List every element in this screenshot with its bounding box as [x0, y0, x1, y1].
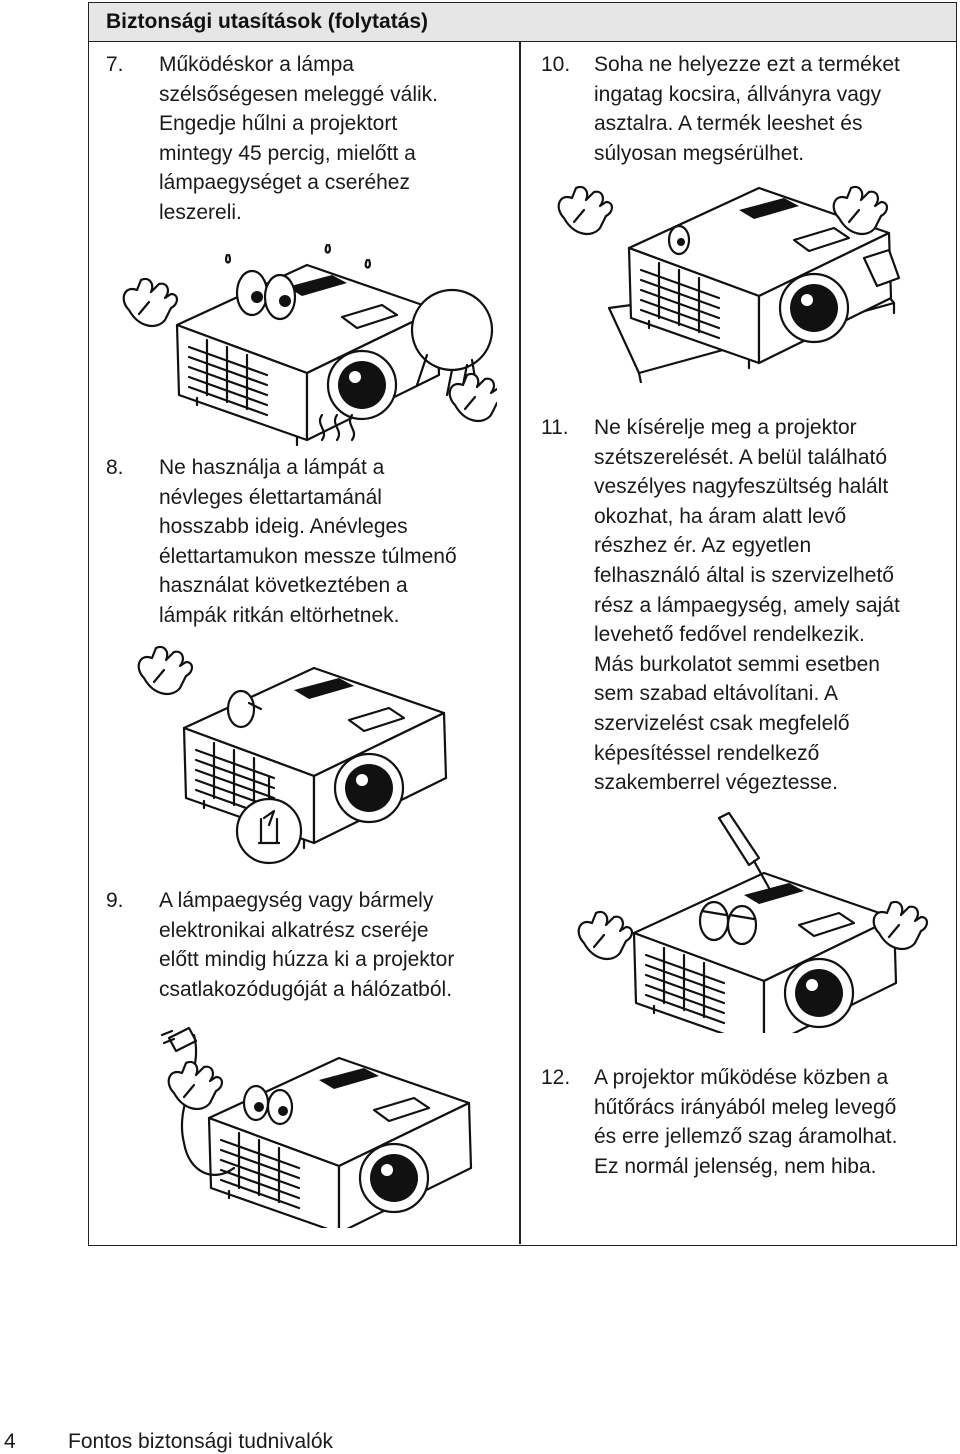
item-text: Soha ne helyezze ezt a terméket ingatag …	[594, 53, 900, 165]
item-number: 9.	[106, 889, 124, 912]
projector-on-tilting-table-illustration	[557, 185, 901, 383]
item-number: 12.	[541, 1066, 571, 1089]
item-number: 8.	[106, 456, 124, 479]
item-text: Ne használja a lámpát a névleges élettar…	[159, 456, 457, 627]
item-text: Ne kísérelje meg a projektor szétszerelé…	[594, 416, 900, 795]
item-text: A projektor működése közben a hűtőrács i…	[594, 1066, 898, 1178]
projector-with-screwdriver-illustration	[577, 811, 929, 1033]
projector-with-fan-illustration	[122, 243, 497, 447]
projector-with-lamp-bulb-illustration	[137, 645, 448, 865]
safety-instructions-box: Biztonsági utasítások (folytatás) 7. Műk…	[88, 2, 957, 1246]
column-divider	[519, 41, 521, 1244]
section-header: Biztonsági utasítások (folytatás)	[89, 3, 956, 42]
projector-with-plug-illustration	[160, 1026, 473, 1228]
page-number: 4	[4, 1430, 16, 1453]
section-title: Biztonsági utasítások (folytatás)	[106, 10, 429, 33]
footer-section-title: Fontos biztonsági tudnivalók	[68, 1430, 333, 1453]
item-text: Működéskor a lámpa szélsőségesen meleggé…	[159, 53, 438, 224]
item-number: 7.	[106, 53, 124, 76]
item-number: 11.	[541, 416, 569, 439]
item-number: 10.	[541, 53, 571, 76]
item-text: A lámpaegység vagy bármely elektronikai …	[159, 889, 455, 1001]
